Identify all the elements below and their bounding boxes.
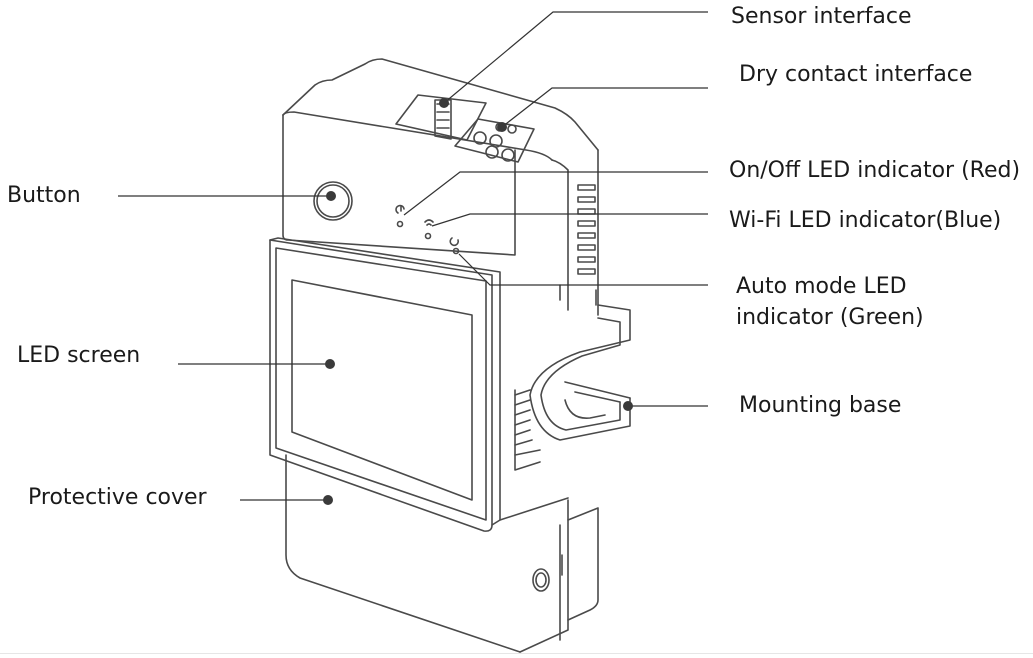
leader-sensor [443, 11, 708, 104]
screen-frame [269, 239, 493, 532]
side-vents [577, 184, 596, 275]
mounting-base [529, 304, 631, 441]
sensor-port [395, 94, 487, 141]
leader-dots [323, 98, 633, 505]
button-graphic [313, 181, 353, 221]
label-button: Button [7, 183, 81, 208]
leader-onoff [403, 171, 708, 216]
label-dry-contact-interface: Dry contact interface [739, 62, 973, 87]
device-top-face [282, 58, 599, 151]
leader-dry-contact [501, 87, 708, 128]
label-auto-mode-led-line1: Auto mode LED [736, 274, 907, 299]
device-right-side [551, 159, 569, 311]
device-front-upper [282, 114, 516, 256]
leader-lines [118, 11, 708, 501]
leader-wifi [431, 213, 708, 227]
label-led-screen: LED screen [17, 343, 141, 368]
label-auto-mode-led-line2: indicator (Green) [736, 305, 924, 330]
bottom-divider [0, 653, 1033, 654]
leader-auto [458, 253, 708, 286]
screen-display [291, 279, 473, 501]
dry-contact-block [454, 118, 535, 163]
protective-cover [285, 454, 521, 653]
label-sensor-interface: Sensor interface [731, 4, 912, 29]
label-protective-cover: Protective cover [28, 485, 207, 510]
label-onoff-led: On/Off LED indicator (Red) [729, 158, 1021, 183]
label-wifi-led: Wi-Fi LED indicator(Blue) [729, 208, 1002, 233]
label-mounting-base: Mounting base [739, 393, 902, 418]
